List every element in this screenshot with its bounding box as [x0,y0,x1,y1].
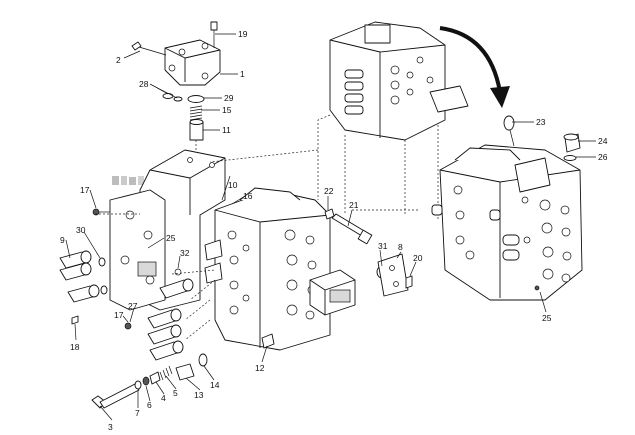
cover-cap-part-1 [164,39,221,86]
callout-11: 11 [222,125,231,135]
callout-1: 1 [240,69,245,79]
callout-2: 2 [116,55,121,65]
callout-13: 13 [194,390,204,400]
fitting-part-12 [261,333,275,349]
plate-part-8 [377,253,409,297]
callout-30: 30 [76,225,86,235]
top-valve-ports [390,56,434,105]
part-6 [142,376,150,386]
screw-part-19 [405,275,413,289]
screw-part-18 [71,315,79,325]
spool-stack [91,353,208,409]
top-valve-spools [344,69,364,115]
callout-24: 24 [598,136,608,146]
spring-part-5 [159,365,173,381]
plug-part-24 [563,133,581,153]
bolt-part-20 [210,21,218,31]
callout-4: 4 [161,393,166,403]
callout-16: 16 [243,191,253,201]
left-valve-section [59,149,226,361]
o-ring-part-30 [98,257,106,267]
o-ring-part-26 [162,93,174,99]
top-cap-assembly [131,21,221,152]
ring-part-29 [187,95,205,103]
callout-25b: 25 [542,313,552,323]
part-4 [149,371,161,385]
callout-10: 10 [228,180,238,190]
callout-labels: 19 2 1 28 29 15 11 10 16 17 9 30 25 32 2… [60,29,608,432]
assembly-arrow [439,26,510,108]
callout-28: 26 [598,152,608,162]
callout-26: 28 [139,79,149,89]
screw-part-27 [124,322,132,330]
plug-part-13 [175,363,195,381]
eyebolt-part-22 [503,115,515,147]
callout-21: 21 [349,200,359,210]
assembled-valve-right [431,115,583,301]
assembled-valve-top [329,21,469,141]
washer-part-7 [134,380,142,390]
callout-3: 3 [108,422,113,432]
bolt-part-21 [331,213,367,237]
callout-17b: 17 [114,310,124,320]
right-valve-plugs [431,204,520,261]
callout-17a: 17 [80,185,90,195]
center-valve-block [204,187,356,351]
callout-7: 7 [135,408,140,418]
projection-lines [95,114,439,341]
callout-9: 9 [60,235,65,245]
callout-25a: 25 [166,233,176,243]
lower-plugs [147,278,194,361]
spring-part-15 [189,105,203,121]
callout-27: 27 [128,301,138,311]
callout-32: 32 [180,248,190,258]
right-valve-ports [453,185,572,283]
o-ring-part-14 [198,353,208,367]
leader-lines [65,33,596,421]
callout-5: 5 [173,388,178,398]
callout-15: 15 [222,105,232,115]
callout-18: 18 [70,342,80,352]
callout-22: 23 [536,117,546,127]
callout-6: 6 [147,400,152,410]
callout-31: 31 [378,241,388,251]
right-fasteners [324,208,413,297]
callout-12: 12 [255,363,265,373]
callout-19: 20 [413,253,423,263]
callout-14: 14 [210,380,220,390]
o-ring-part-28 [563,155,577,161]
callout-29: 29 [224,93,234,103]
callout-20: 19 [238,29,248,39]
callout-8: 8 [398,242,403,252]
plug-part-9 [59,250,100,303]
bolt-part-2 [131,41,142,51]
callout-23: 22 [324,186,334,196]
screw-part-32 [174,268,182,276]
